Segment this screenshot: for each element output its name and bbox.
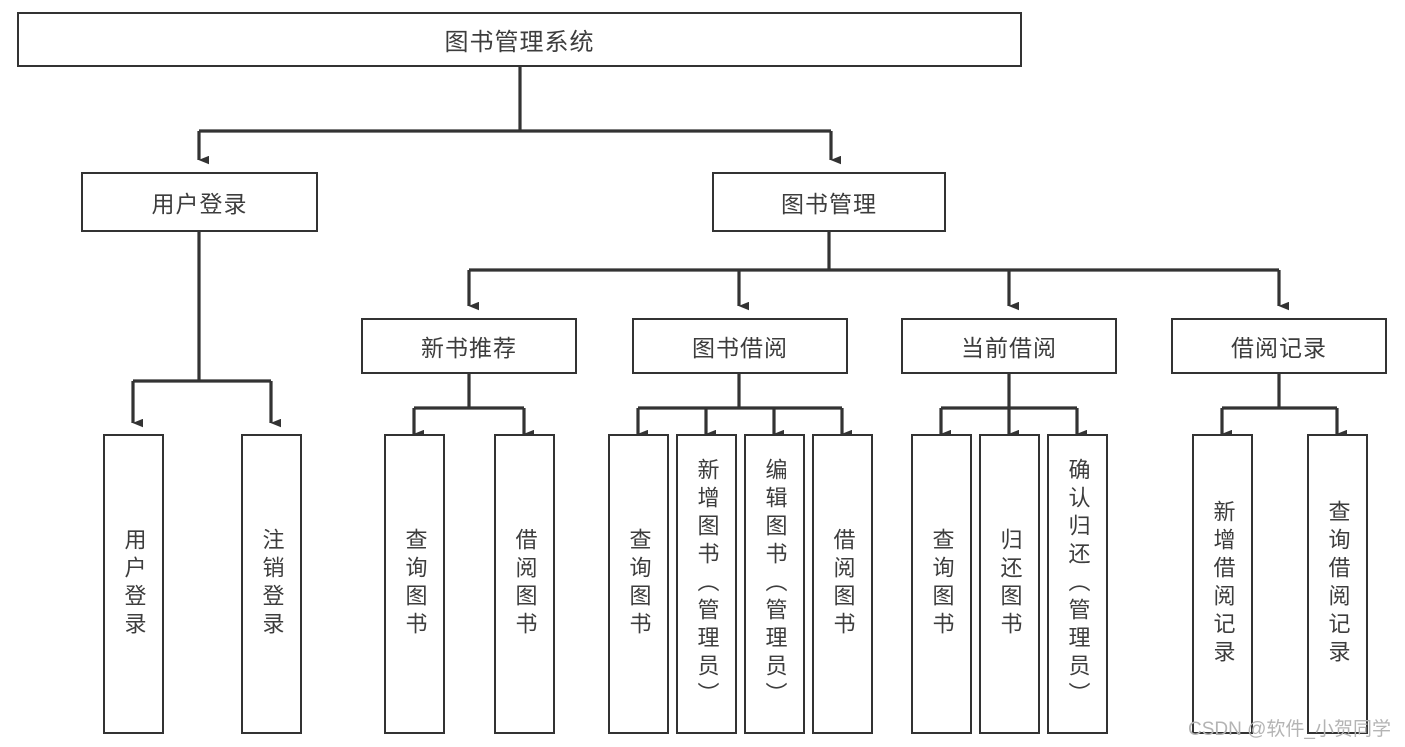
leaf-user-login[interactable]: 用户登录 bbox=[103, 434, 164, 734]
node-label: 新增图书（管理员） bbox=[694, 458, 720, 710]
node-label: 用户登录 bbox=[121, 528, 147, 640]
leaf-current-query-book[interactable]: 查询图书 bbox=[911, 434, 972, 734]
node-label: 查询借阅记录 bbox=[1325, 500, 1351, 668]
leaf-user-logout[interactable]: 注销登录 bbox=[241, 434, 302, 734]
node-label: 查询图书 bbox=[929, 528, 955, 640]
node-book-borrow[interactable]: 图书借阅 bbox=[632, 318, 848, 374]
node-label: 借阅图书 bbox=[512, 528, 538, 640]
node-label: 图书借阅 bbox=[692, 335, 788, 361]
node-label: 当前借阅 bbox=[961, 335, 1057, 361]
node-label: 注销登录 bbox=[259, 528, 285, 640]
leaf-new-book-query[interactable]: 查询图书 bbox=[384, 434, 445, 734]
node-root-library-system[interactable]: 图书管理系统 bbox=[17, 12, 1022, 67]
node-label: 图书管理系统 bbox=[444, 29, 595, 56]
node-user-login[interactable]: 用户登录 bbox=[81, 172, 318, 232]
leaf-borrow-add-book[interactable]: 新增图书（管理员） bbox=[676, 434, 737, 734]
node-label: 用户登录 bbox=[151, 191, 248, 217]
node-label: 新书推荐 bbox=[421, 335, 517, 361]
node-current-borrow[interactable]: 当前借阅 bbox=[901, 318, 1117, 374]
leaf-borrow-query-book[interactable]: 查询图书 bbox=[608, 434, 669, 734]
node-label: 借阅记录 bbox=[1231, 335, 1327, 361]
node-new-book-recommend[interactable]: 新书推荐 bbox=[361, 318, 577, 374]
leaf-record-query[interactable]: 查询借阅记录 bbox=[1307, 434, 1368, 734]
csdn-watermark: CSDN @软件_小贺同学 bbox=[1188, 719, 1391, 740]
node-label: 确认归还（管理员） bbox=[1065, 458, 1091, 710]
node-label: 归还图书 bbox=[997, 528, 1023, 640]
node-label: 新增借阅记录 bbox=[1210, 500, 1236, 668]
node-borrow-record[interactable]: 借阅记录 bbox=[1171, 318, 1387, 374]
node-label: 查询图书 bbox=[402, 528, 428, 640]
node-label: 借阅图书 bbox=[830, 528, 856, 640]
node-label: 图书管理 bbox=[781, 191, 877, 217]
leaf-current-return-book[interactable]: 归还图书 bbox=[979, 434, 1040, 734]
node-label: 编辑图书（管理员） bbox=[762, 458, 788, 710]
leaf-borrow-edit-book[interactable]: 编辑图书（管理员） bbox=[744, 434, 805, 734]
leaf-new-book-borrow[interactable]: 借阅图书 bbox=[494, 434, 555, 734]
node-label: 查询图书 bbox=[626, 528, 652, 640]
leaf-current-confirm-return[interactable]: 确认归还（管理员） bbox=[1047, 434, 1108, 734]
leaf-record-add[interactable]: 新增借阅记录 bbox=[1192, 434, 1253, 734]
node-book-management[interactable]: 图书管理 bbox=[712, 172, 946, 232]
leaf-borrow-borrow-book[interactable]: 借阅图书 bbox=[812, 434, 873, 734]
